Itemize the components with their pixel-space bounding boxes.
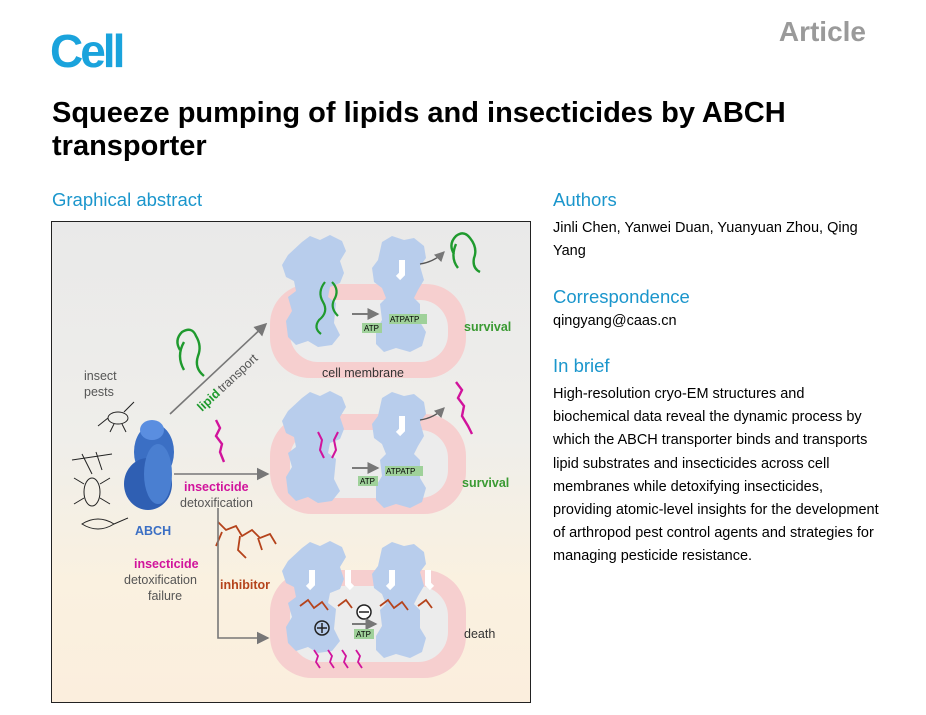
survival-label-1: survival [464, 320, 511, 334]
in-brief-text: High-resolution cryo-EM structures and b… [553, 386, 879, 565]
inhibitor-molecule [215, 521, 277, 559]
moth-icon [81, 517, 129, 530]
lipid-released [450, 232, 481, 274]
failure-label-1: insecticide [134, 557, 199, 571]
article-type-label: Article [778, 16, 866, 47]
correspondence-email[interactable]: qingyang@caas.cn [553, 313, 677, 329]
insecticide-accumulated [313, 649, 363, 669]
graphical-abstract-figure: ATP ATPATP survival cell membrane ATP AT… [51, 221, 531, 703]
panel-inhibition: ATP death [270, 541, 495, 678]
transport-label: transport [215, 351, 261, 395]
atpatp-label: ATPATP [386, 467, 415, 476]
detoxification-label: detoxification [180, 496, 253, 510]
abch-protein-inhibited [282, 541, 346, 653]
insect-pests-label-1: insect [84, 369, 117, 383]
cell-membrane-label: cell membrane [322, 366, 404, 380]
lipid-transport-arrow [169, 322, 268, 415]
failure-label-2: detoxification [124, 573, 197, 587]
lipid-bound [315, 281, 339, 335]
atpatp-badge [385, 466, 423, 476]
atp-badge [354, 629, 374, 639]
mosquito-icon [71, 451, 113, 475]
author-list: Jinli Chen, Yanwei Duan, Yuanyuan Zhou, … [553, 220, 858, 259]
atp-badge [362, 323, 382, 333]
lipid-molecule [176, 328, 205, 377]
abch-structure [124, 420, 174, 510]
article-title: Squeeze pumping of lipids and insecticid… [52, 97, 786, 162]
inhibition-symbol [314, 620, 330, 636]
graphical-abstract-svg: ATP ATPATP survival cell membrane ATP AT… [71, 232, 511, 678]
insecticide-molecule [214, 419, 226, 463]
insect-pests-label-2: pests [84, 385, 114, 399]
failure-arrow [217, 508, 270, 645]
in-brief-heading: In brief [553, 355, 610, 376]
abch-protein-inhibited [372, 542, 426, 658]
beetle-icon [83, 477, 101, 507]
correspondence-heading: Correspondence [553, 286, 690, 307]
insect-drawings [71, 401, 135, 530]
failure-label-3: failure [148, 589, 182, 603]
inhibitor-bound [379, 598, 433, 611]
lipid-label: lipid [194, 386, 222, 414]
inhibitor-bound [299, 598, 353, 611]
journal-logo: Cell [50, 25, 125, 77]
abch-label: ABCH [135, 524, 171, 538]
inhibitor-label: inhibitor [220, 578, 270, 592]
atpatp-label: ATPATP [390, 315, 419, 324]
graphical-abstract-heading: Graphical abstract [52, 189, 203, 210]
insecticide-bound [317, 431, 339, 459]
survival-label-2: survival [462, 476, 509, 490]
atp-badge [358, 476, 378, 486]
grasshopper-icon [107, 411, 129, 425]
abch-protein-open [282, 391, 346, 503]
insecticide-label: insecticide [184, 480, 249, 494]
panel-insecticide-detox: ATP ATPATP survival [270, 381, 509, 514]
atpatp-badge [389, 314, 427, 324]
abch-protein-open [282, 235, 346, 347]
atp-label: ATP [360, 477, 375, 486]
panel-lipid-transport: ATP ATPATP survival cell membrane [270, 232, 511, 380]
authors-heading: Authors [553, 189, 617, 210]
death-label: death [464, 627, 495, 641]
atp-label: ATP [356, 630, 371, 639]
abch-protein-closed [372, 392, 426, 508]
atp-label: ATP [364, 324, 379, 333]
insecticide-released [455, 381, 474, 435]
